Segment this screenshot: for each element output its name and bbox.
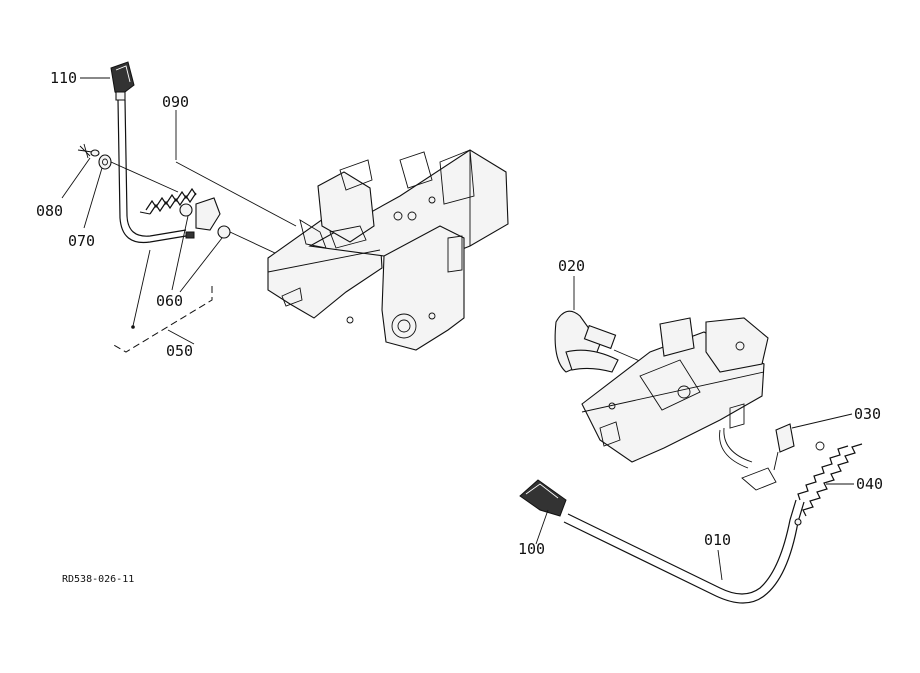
spring-090	[140, 162, 296, 226]
callout-110: 110	[50, 69, 78, 87]
callout-010: 010	[704, 531, 732, 549]
callout-060: 060	[156, 292, 184, 310]
spring-040	[798, 442, 862, 516]
callout-030: 030	[854, 405, 882, 423]
collars-060	[180, 198, 290, 260]
knob-110	[111, 62, 134, 100]
callout-080: 080	[36, 202, 64, 220]
diagram-code: RD538-026-11	[62, 574, 135, 585]
callout-070: 070	[68, 232, 96, 250]
frame-right	[582, 318, 768, 462]
clip-080	[78, 144, 99, 158]
bolt-030	[774, 424, 794, 470]
dashed-line-050	[112, 286, 212, 352]
callout-090: 090	[162, 93, 190, 111]
lever-rod-right	[564, 428, 804, 603]
callout-100: 100	[518, 540, 546, 558]
lever-rod-left	[118, 100, 186, 329]
frame-left	[268, 150, 508, 350]
callout-040: 040	[856, 475, 884, 493]
callout-050: 050	[166, 342, 194, 360]
cam-plate-020	[555, 311, 656, 372]
grip-100	[520, 480, 566, 516]
washer-070	[99, 155, 178, 192]
leader-lines	[62, 78, 854, 580]
callout-020: 020	[558, 257, 586, 275]
